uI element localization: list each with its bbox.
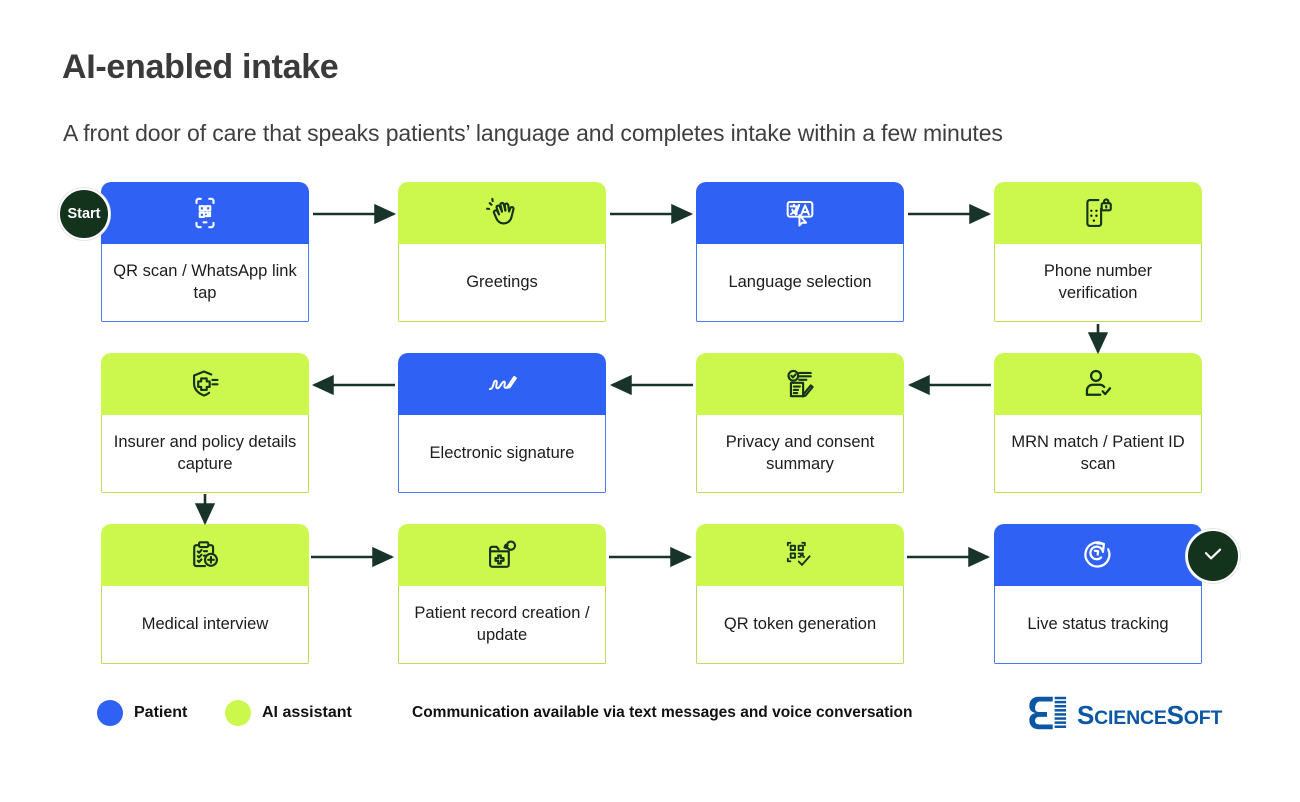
node-label: Live status tracking	[994, 586, 1202, 664]
node-patient-record-creation-update[interactable]: Patient record creation / update	[398, 524, 606, 664]
live-tracking-refresh-icon	[1080, 537, 1116, 573]
node-medical-interview[interactable]: Medical interview	[101, 524, 309, 664]
page-title: AI-enabled intake	[62, 48, 339, 86]
legend-label-patient: Patient	[134, 704, 188, 721]
node-label: QR token generation	[696, 586, 904, 664]
node-icon-header	[994, 524, 1202, 586]
node-icon-header	[696, 353, 904, 415]
phone-lock-icon	[1081, 196, 1115, 230]
node-label: Greetings	[398, 244, 606, 322]
logo-letter-s1: S	[1077, 700, 1095, 730]
check-icon	[1200, 541, 1226, 571]
node-label: Medical interview	[101, 586, 309, 664]
node-label: Privacy and consent summary	[696, 415, 904, 493]
legend-dot-patient	[97, 700, 123, 726]
node-qr-scan-whatsapp-link-tap[interactable]: QR scan / WhatsApp link tap	[101, 182, 309, 322]
shield-medical-cross-icon	[188, 367, 222, 401]
communication-footnote: Communication available via text message…	[412, 704, 913, 721]
node-icon-header	[398, 353, 606, 415]
node-icon-header	[696, 182, 904, 244]
logo-letters-oft: OFT	[1183, 707, 1223, 729]
legend-item-ai-assistant: AI assistant	[225, 700, 352, 726]
waving-hand-icon	[485, 196, 519, 230]
node-qr-token-generation[interactable]: QR token generation	[696, 524, 904, 664]
node-icon-header	[994, 353, 1202, 415]
clipboard-plus-icon	[188, 538, 222, 572]
node-insurer-and-policy-details-capture[interactable]: Insurer and policy details capture	[101, 353, 309, 493]
user-check-icon	[1081, 367, 1115, 401]
node-label: Language selection	[696, 244, 904, 322]
qr-check-icon	[783, 538, 817, 572]
start-badge: Start	[58, 188, 110, 240]
node-live-status-tracking[interactable]: Live status tracking	[994, 524, 1202, 664]
node-icon-header	[696, 524, 904, 586]
node-icon-header	[994, 182, 1202, 244]
node-icon-header	[101, 182, 309, 244]
translate-cursor-icon	[783, 196, 817, 230]
legend-label-ai-assistant: AI assistant	[262, 704, 352, 721]
node-label: Phone number verification	[994, 244, 1202, 322]
consent-document-check-icon	[783, 367, 817, 401]
node-icon-header	[101, 524, 309, 586]
node-icon-header	[101, 353, 309, 415]
sciencesoft-logo: SCIENCESOFT	[1026, 692, 1222, 739]
medical-folder-refresh-icon	[485, 538, 519, 572]
node-electronic-signature[interactable]: Electronic signature	[398, 353, 606, 493]
node-privacy-and-consent-summary[interactable]: Privacy and consent summary	[696, 353, 904, 493]
node-label: MRN match / Patient ID scan	[994, 415, 1202, 493]
node-label: Patient record creation / update	[398, 586, 606, 664]
node-label: QR scan / WhatsApp link tap	[101, 244, 309, 322]
node-greetings[interactable]: Greetings	[398, 182, 606, 322]
legend-dot-ai-assistant	[225, 700, 251, 726]
sciencesoft-wordmark: SCIENCESOFT	[1077, 700, 1222, 731]
qr-phone-scan-icon	[188, 196, 222, 230]
signature-pen-icon	[484, 367, 520, 401]
node-icon-header	[398, 524, 606, 586]
logo-letter-s2: S	[1166, 700, 1184, 730]
node-mrn-match-patient-id-scan[interactable]: MRN match / Patient ID scan	[994, 353, 1202, 493]
page-subtitle: A front door of care that speaks patient…	[63, 120, 1003, 146]
sciencesoft-mark-icon	[1026, 692, 1068, 739]
node-icon-header	[398, 182, 606, 244]
end-badge	[1186, 529, 1240, 583]
node-language-selection[interactable]: Language selection	[696, 182, 904, 322]
legend-item-patient: Patient	[97, 700, 187, 726]
node-label: Insurer and policy details capture	[101, 415, 309, 493]
logo-letters-cience: CIENCE	[1094, 707, 1167, 729]
node-label: Electronic signature	[398, 415, 606, 493]
start-badge-label: Start	[67, 206, 101, 222]
node-phone-number-verification[interactable]: Phone number verification	[994, 182, 1202, 322]
